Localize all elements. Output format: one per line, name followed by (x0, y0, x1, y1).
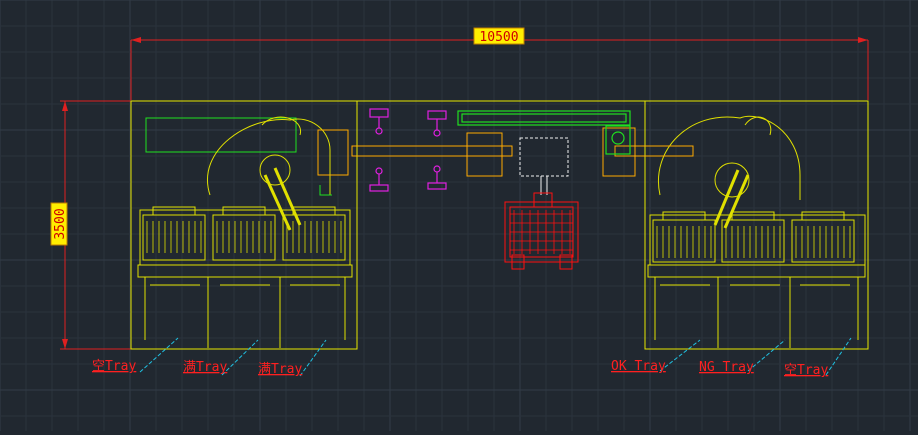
robot-detail-lines (510, 210, 573, 254)
tray-label-empty-right: 空Tray (784, 363, 828, 378)
grippers (369, 108, 447, 192)
tray-label-ng: NG Tray (699, 360, 754, 375)
tray-module-cap (801, 211, 845, 221)
tray-module-cap (152, 206, 196, 216)
label-leaders (139, 337, 852, 377)
tray-label-empty-left: 空Tray (92, 359, 136, 374)
tray-label-full-2: 满Tray (258, 362, 302, 377)
height-dimension: 3500 (50, 100, 131, 350)
machine-frame (130, 100, 869, 350)
tray-detail-hatching (146, 206, 851, 258)
center-conveyor (351, 127, 694, 195)
width-dimension-box (473, 27, 525, 45)
height-dimension-box (50, 202, 68, 246)
width-dimension: 10500 (130, 27, 869, 100)
tray-labels: 空Tray 满Tray 满Tray OK Tray NG Tray 空Tray (92, 359, 828, 378)
width-dimension-text: 10500 (479, 30, 518, 45)
linear-rail (457, 110, 631, 155)
left-station (137, 116, 353, 348)
tray-module-cap (292, 206, 336, 216)
tray-label-ok: OK Tray (611, 359, 666, 374)
robot-arm (504, 192, 579, 270)
height-dimension-text: 3500 (53, 208, 68, 239)
tray-label-full-1: 满Tray (183, 360, 227, 375)
tray-module-cap (662, 211, 706, 221)
tray-module-cap (222, 206, 266, 216)
tray-module-cap (731, 211, 775, 221)
